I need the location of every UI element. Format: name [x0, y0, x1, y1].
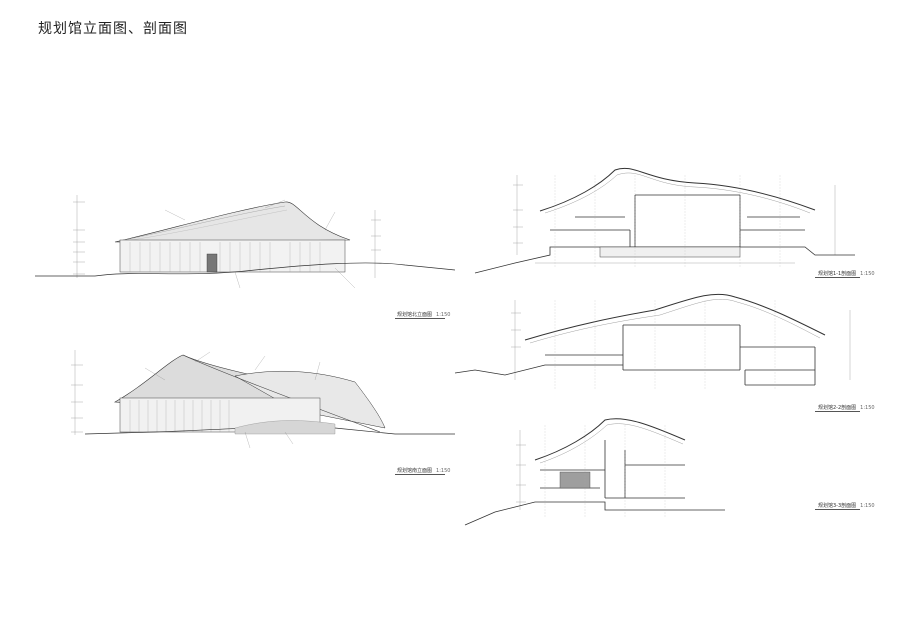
caption-text: 规划馆2-2剖面图 — [818, 405, 857, 411]
floor-slabs — [545, 324, 816, 386]
dimension-lines — [513, 175, 836, 264]
elevation-south-drawing — [71, 350, 455, 449]
leader-lines — [144, 351, 321, 449]
caption-scale: 1:150 — [860, 503, 875, 509]
auditorium-seating — [559, 471, 591, 489]
facade-fins — [129, 400, 230, 432]
dimension-lines-left — [71, 350, 83, 435]
caption-underline — [815, 509, 860, 510]
caption-text: 规划馆1-1剖面图 — [818, 271, 857, 277]
caption-underline — [395, 318, 445, 319]
roof-sweep — [182, 354, 381, 433]
ground-line — [474, 246, 855, 274]
caption-text: 规划馆3-3剖面图 — [818, 503, 857, 509]
roof-profile — [524, 293, 826, 341]
gridlines — [544, 425, 666, 518]
gridlines — [554, 300, 776, 390]
elevation-north-drawing — [35, 195, 456, 289]
facade-body — [119, 239, 346, 273]
ground-line — [454, 364, 623, 376]
sheet-title: 规划馆立面图、剖面图 — [38, 21, 188, 37]
dimension-lines-right — [371, 210, 381, 278]
caption-scale: 1:150 — [436, 468, 451, 474]
roof-profile — [534, 418, 686, 461]
caption-scale: 1:150 — [436, 312, 451, 318]
caption-underline — [815, 411, 860, 412]
caption-scale: 1:150 — [860, 271, 875, 277]
ground-line — [464, 501, 725, 526]
roof-profile — [539, 167, 816, 212]
caption-text: 规划馆北立面图 — [397, 312, 433, 318]
caption-scale: 1:150 — [860, 405, 875, 411]
section-1-drawing — [474, 167, 855, 274]
ground-line — [35, 262, 456, 277]
section-2-drawing — [454, 293, 851, 390]
facade-fins — [129, 242, 321, 272]
leader-lines — [164, 199, 356, 289]
caption-underline — [815, 277, 860, 278]
caption-underline — [395, 474, 445, 475]
floor-slabs — [540, 440, 685, 499]
floor-slabs — [550, 194, 805, 248]
caption-text: 规划馆南立面图 — [397, 468, 433, 474]
dimension-lines — [511, 300, 851, 380]
entrance — [206, 253, 218, 273]
dimension-lines — [516, 430, 526, 510]
gridlines — [554, 175, 781, 267]
section-3-drawing — [464, 418, 725, 526]
dimension-lines-left — [73, 195, 85, 278]
roof-shell — [114, 201, 351, 243]
basement — [599, 246, 741, 258]
